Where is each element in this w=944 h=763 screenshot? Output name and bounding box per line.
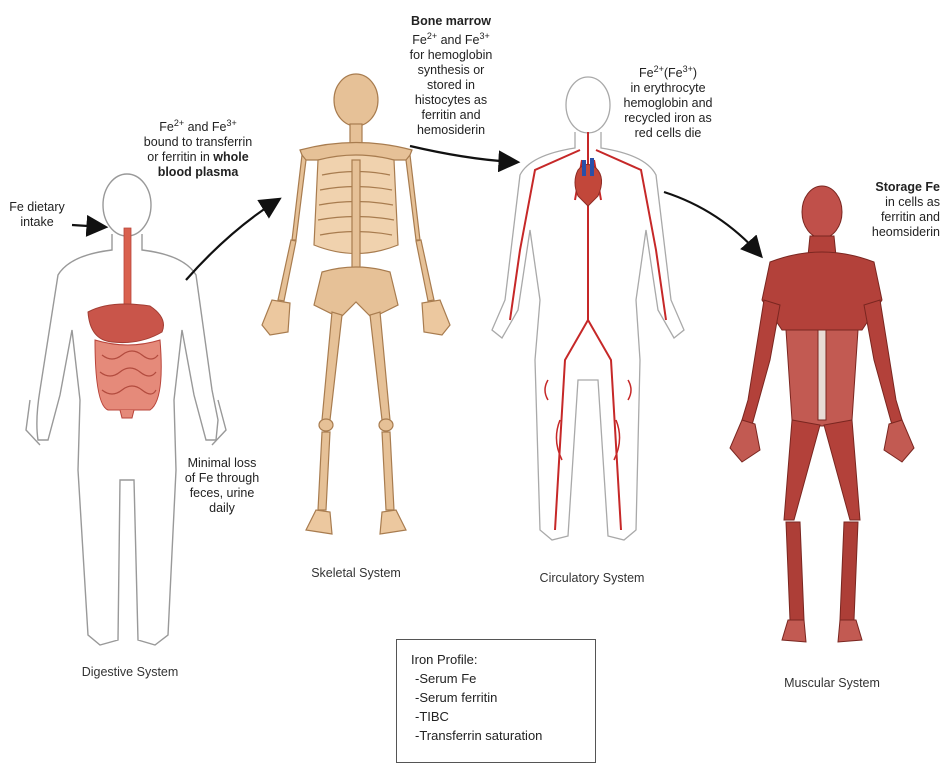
digestive-system-caption: Digestive System <box>50 665 210 679</box>
erythrocyte-label: Fe2+(Fe3+) in erythrocyte hemoglobin and… <box>608 62 728 141</box>
iron-profile-item: -Transferrin saturation <box>411 726 581 745</box>
muscular-figure <box>730 186 914 642</box>
skeletal-system-caption: Skeletal System <box>276 566 436 580</box>
iron-profile-box: Iron Profile: -Serum Fe -Serum ferritin … <box>396 639 596 763</box>
iron-profile-item: -TIBC <box>411 707 581 726</box>
circulatory-system-caption: Circulatory System <box>512 571 672 585</box>
iron-profile-title: Iron Profile: <box>411 650 581 669</box>
skeleton-figure <box>262 74 450 534</box>
heart-icon <box>575 158 602 206</box>
dietary-intake-arrow <box>72 225 104 227</box>
iron-profile-item: -Serum Fe <box>411 669 581 688</box>
marrow-to-circulation-arrow <box>410 146 516 162</box>
minimal-loss-label: Minimal loss of Fe through feces, urine … <box>172 456 272 516</box>
plasma-label: Fe2+ and Fe3+ bound to transferrin or fe… <box>128 116 268 180</box>
bone-marrow-label: Bone marrow Fe2+ and Fe3+ for hemoglobin… <box>396 14 506 138</box>
digestive-organs <box>88 228 164 418</box>
dietary-intake-label: Fe dietary intake <box>4 200 70 230</box>
storage-fe-label: Storage Fe in cells as ferritin and heom… <box>848 180 940 240</box>
iron-profile-item: -Serum ferritin <box>411 688 581 707</box>
muscular-system-caption: Muscular System <box>752 676 912 690</box>
plasma-to-marrow-arrow <box>186 200 278 280</box>
circulation-to-storage-arrow <box>664 192 760 255</box>
